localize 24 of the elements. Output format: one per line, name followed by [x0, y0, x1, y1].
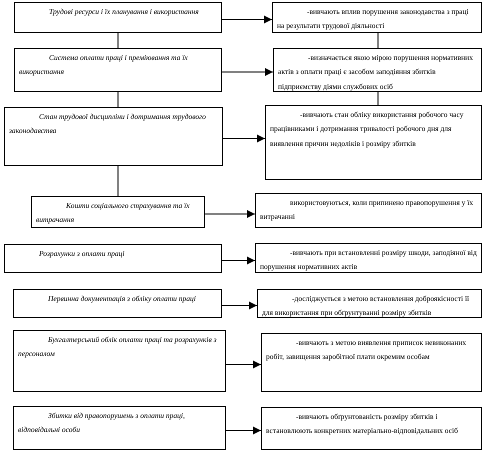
text-box — [14, 2, 222, 33]
arrow — [222, 302, 258, 310]
text-box — [13, 289, 222, 318]
text-box — [272, 2, 482, 33]
arrow — [222, 16, 272, 24]
text-box — [261, 407, 482, 450]
text-box — [4, 244, 222, 273]
arrow — [222, 68, 274, 76]
text-box — [14, 48, 222, 92]
text-box — [255, 193, 482, 228]
text-box — [4, 107, 223, 166]
arrow — [204, 210, 256, 218]
text-box — [255, 243, 482, 273]
text-box — [257, 289, 482, 318]
text-box — [261, 333, 482, 392]
arrow — [222, 134, 266, 142]
text-box — [13, 330, 226, 392]
text-box — [13, 406, 226, 450]
arrow — [222, 256, 256, 264]
arrow — [226, 360, 262, 368]
text-box — [31, 196, 205, 228]
text-box — [273, 48, 482, 92]
text-box — [265, 105, 482, 180]
arrow — [226, 426, 262, 434]
